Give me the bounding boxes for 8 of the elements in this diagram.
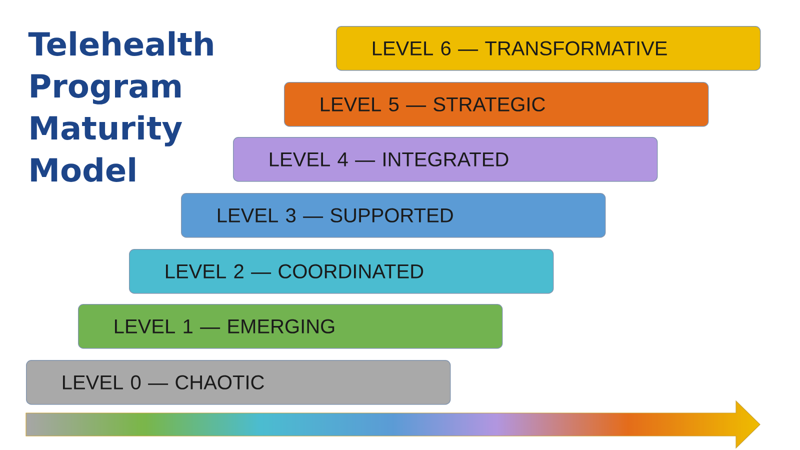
level-box: LEVEL 0 — CHAOTIC [26, 360, 451, 405]
level-box: LEVEL 6 — TRANSFORMATIVE [336, 26, 761, 71]
level-box: LEVEL 4 — INTEGRATED [233, 137, 658, 182]
level-box: LEVEL 2 — COORDINATED [129, 249, 554, 294]
title: Telehealth Program Maturity Model [28, 31, 213, 182]
level-box: LEVEL 5 — STRATEGIC [284, 82, 709, 127]
level-box: LEVEL 3 — SUPPORTED [181, 193, 606, 238]
level-box: LEVEL 1 — EMERGING [78, 304, 503, 349]
